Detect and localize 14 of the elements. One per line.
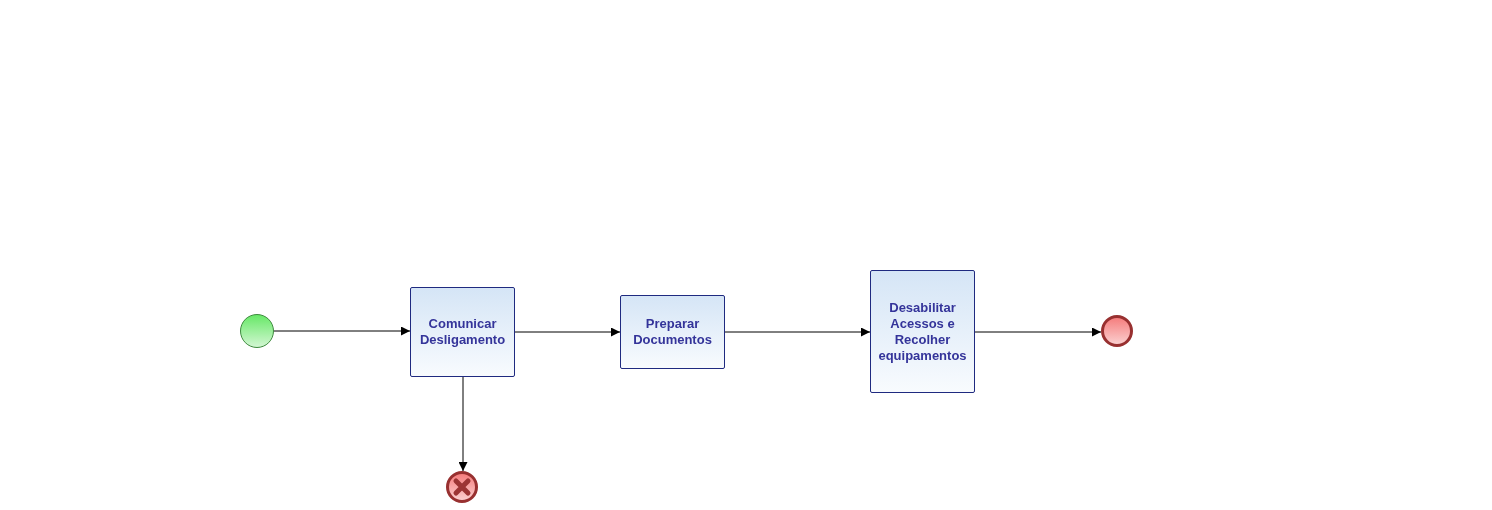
start-event-circle — [240, 314, 274, 348]
task-label: Desabilitar Acessos e Recolher equipamentos — [877, 299, 968, 364]
task-label: Preparar Documentos — [632, 316, 713, 348]
sequence-flow-arrow — [974, 327, 1102, 337]
task-box — [410, 287, 515, 377]
sequence-flow-arrow — [458, 376, 468, 472]
sequence-flow-arrow — [724, 327, 871, 337]
task-label: Comunicar Desligamento — [418, 316, 507, 348]
task-box — [870, 270, 975, 393]
sequence-flow-arrow — [273, 326, 411, 336]
end-event-circle — [1101, 315, 1133, 347]
task-box — [620, 295, 725, 369]
cancel-end-event-circle — [446, 471, 478, 503]
sequence-flow-arrow — [514, 327, 621, 337]
